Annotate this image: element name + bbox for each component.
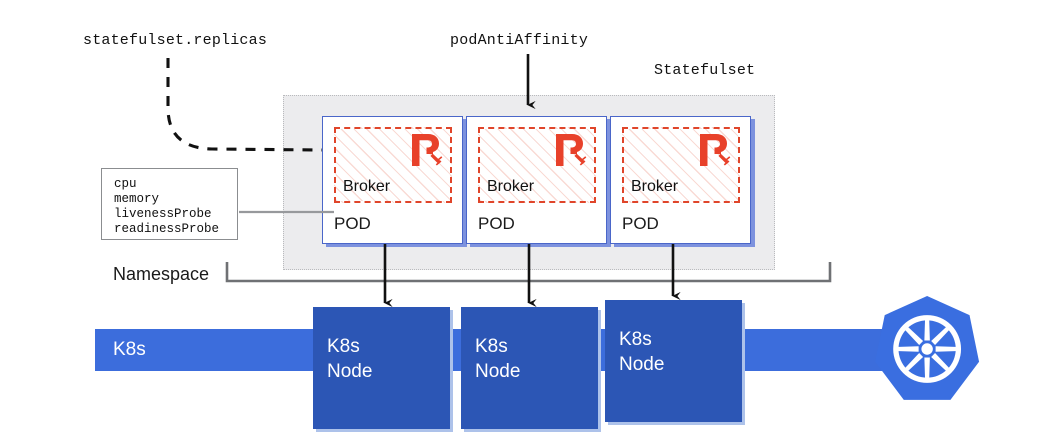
pod-box[interactable]: Broker POD	[466, 116, 607, 244]
namespace-label: Namespace	[113, 264, 210, 284]
redpanda-r-logo	[412, 134, 443, 166]
broker-container[interactable]: Broker	[478, 127, 596, 203]
k8s-bar-label: K8s	[113, 339, 146, 360]
limits-line-memory: memory	[114, 192, 160, 206]
broker-label: Broker	[487, 178, 535, 195]
limits-line-liveness-probe: livenessProbe	[114, 207, 212, 221]
resource-limits-box: cpu memory livenessProbe readinessProbe	[101, 168, 238, 240]
statefulset-replicas-label: statefulset.replicas	[83, 32, 268, 49]
k8s-node-label: K8s Node	[327, 336, 373, 382]
broker-container[interactable]: Broker	[334, 127, 452, 203]
statefulset-label: Statefulset	[654, 62, 756, 79]
k8s-node[interactable]: K8s Node	[461, 307, 598, 429]
k8s-node[interactable]: K8s Node	[313, 307, 450, 429]
pod-box[interactable]: Broker POD	[322, 116, 463, 244]
redpanda-r-logo	[556, 134, 587, 166]
broker-label: Broker	[343, 178, 391, 195]
k8s-node-label: K8s Node	[475, 336, 521, 382]
pod-box[interactable]: Broker POD	[610, 116, 751, 244]
limits-line-readiness-probe: readinessProbe	[114, 222, 220, 236]
broker-container[interactable]: Broker	[622, 127, 740, 203]
pod-label: POD	[478, 214, 515, 233]
limits-line-cpu: cpu	[114, 177, 137, 191]
redpanda-r-logo	[700, 134, 731, 166]
broker-label: Broker	[631, 178, 679, 195]
k8s-node-label: K8s Node	[619, 329, 665, 375]
pod-anti-affinity-label: podAntiAffinity	[450, 32, 589, 49]
k8s-node[interactable]: K8s Node	[605, 300, 742, 422]
kubernetes-helm-logo	[875, 296, 980, 400]
pod-label: POD	[334, 214, 371, 233]
pod-label: POD	[622, 214, 659, 233]
